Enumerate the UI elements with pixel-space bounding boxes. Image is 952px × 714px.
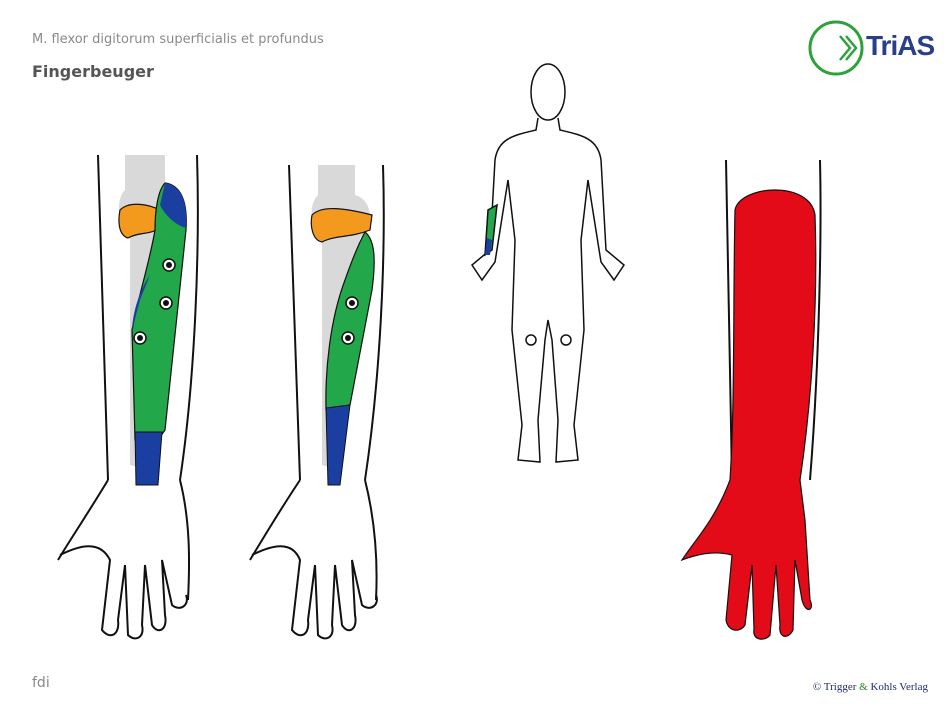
logo-text: TriAS [866, 30, 935, 61]
copyright-notice: © Trigger & Kohls Verlag [813, 681, 928, 693]
copyright-ampersand: & [859, 681, 868, 693]
chevron-circle-icon [808, 20, 864, 76]
body-overview-figure [471, 63, 625, 463]
copyright-prefix: © Trigger [812, 681, 860, 693]
muscle-latin-name: M. flexor digitorum superficialis et pro… [32, 32, 324, 47]
muscle-code: fdi [32, 675, 50, 691]
forearm-anterior-superficial [57, 154, 199, 640]
copyright-suffix: Kohls Verlag [867, 681, 928, 693]
referred-pain-arm [680, 159, 822, 640]
trias-logo: TriAS [806, 20, 941, 76]
forearm-anterior-deep [249, 164, 385, 640]
muscle-german-name: Fingerbeuger [32, 62, 154, 81]
